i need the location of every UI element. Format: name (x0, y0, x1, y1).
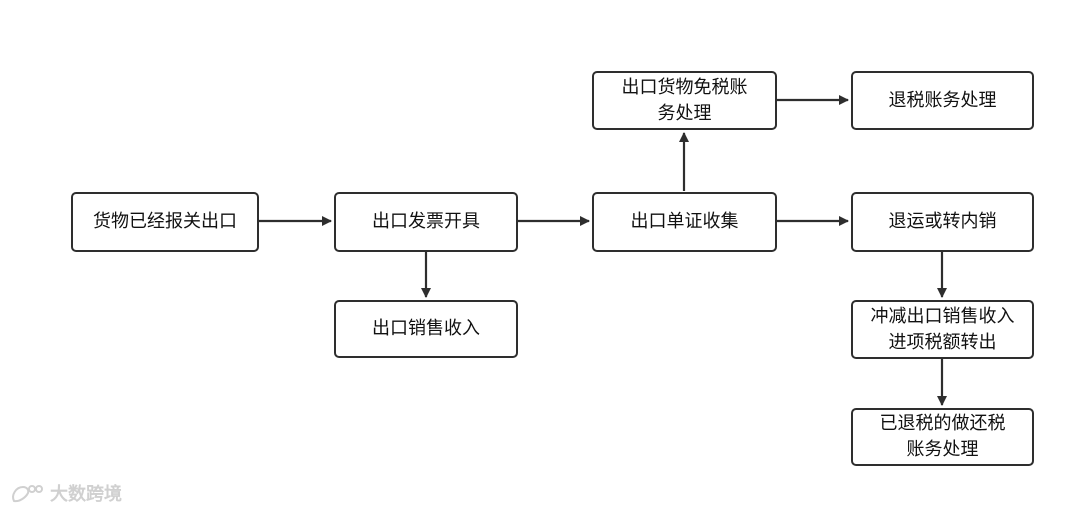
weibo-like-logo-icon (12, 485, 43, 503)
node-label: 退税账务处理 (888, 89, 997, 111)
node-tax-exempt-accounting: 出口货物免税账务处理 (592, 71, 777, 130)
node-label: 已退税的做还税账务处理 (879, 413, 1006, 460)
watermark: 大数跨境 (10, 480, 122, 506)
node-label: 出口货物免税账务处理 (621, 76, 748, 124)
node-export-customs: 货物已经报关出口 (71, 192, 259, 252)
node-refunded-reverse: 已退税的做还税账务处理 (851, 408, 1034, 466)
node-doc-collect: 出口单证收集 (592, 192, 777, 252)
node-label: 出口销售收入 (372, 318, 480, 339)
node-sales-income: 出口销售收入 (334, 300, 518, 358)
node-invoice-issue: 出口发票开具 (334, 192, 518, 252)
node-label: 货物已经报关出口 (93, 211, 237, 232)
watermark-text: 大数跨境 (50, 484, 122, 505)
node-offset-transfer: 冲减出口销售收入进项税额转出 (851, 300, 1034, 359)
node-label: 出口发票开具 (372, 211, 480, 232)
node-return-domestic: 退运或转内销 (851, 192, 1034, 252)
node-label: 退运或转内销 (888, 211, 997, 232)
node-refund-accounting: 退税账务处理 (851, 71, 1034, 130)
node-label: 出口单证收集 (630, 211, 739, 232)
node-label: 冲减出口销售收入进项税额转出 (870, 305, 1015, 353)
